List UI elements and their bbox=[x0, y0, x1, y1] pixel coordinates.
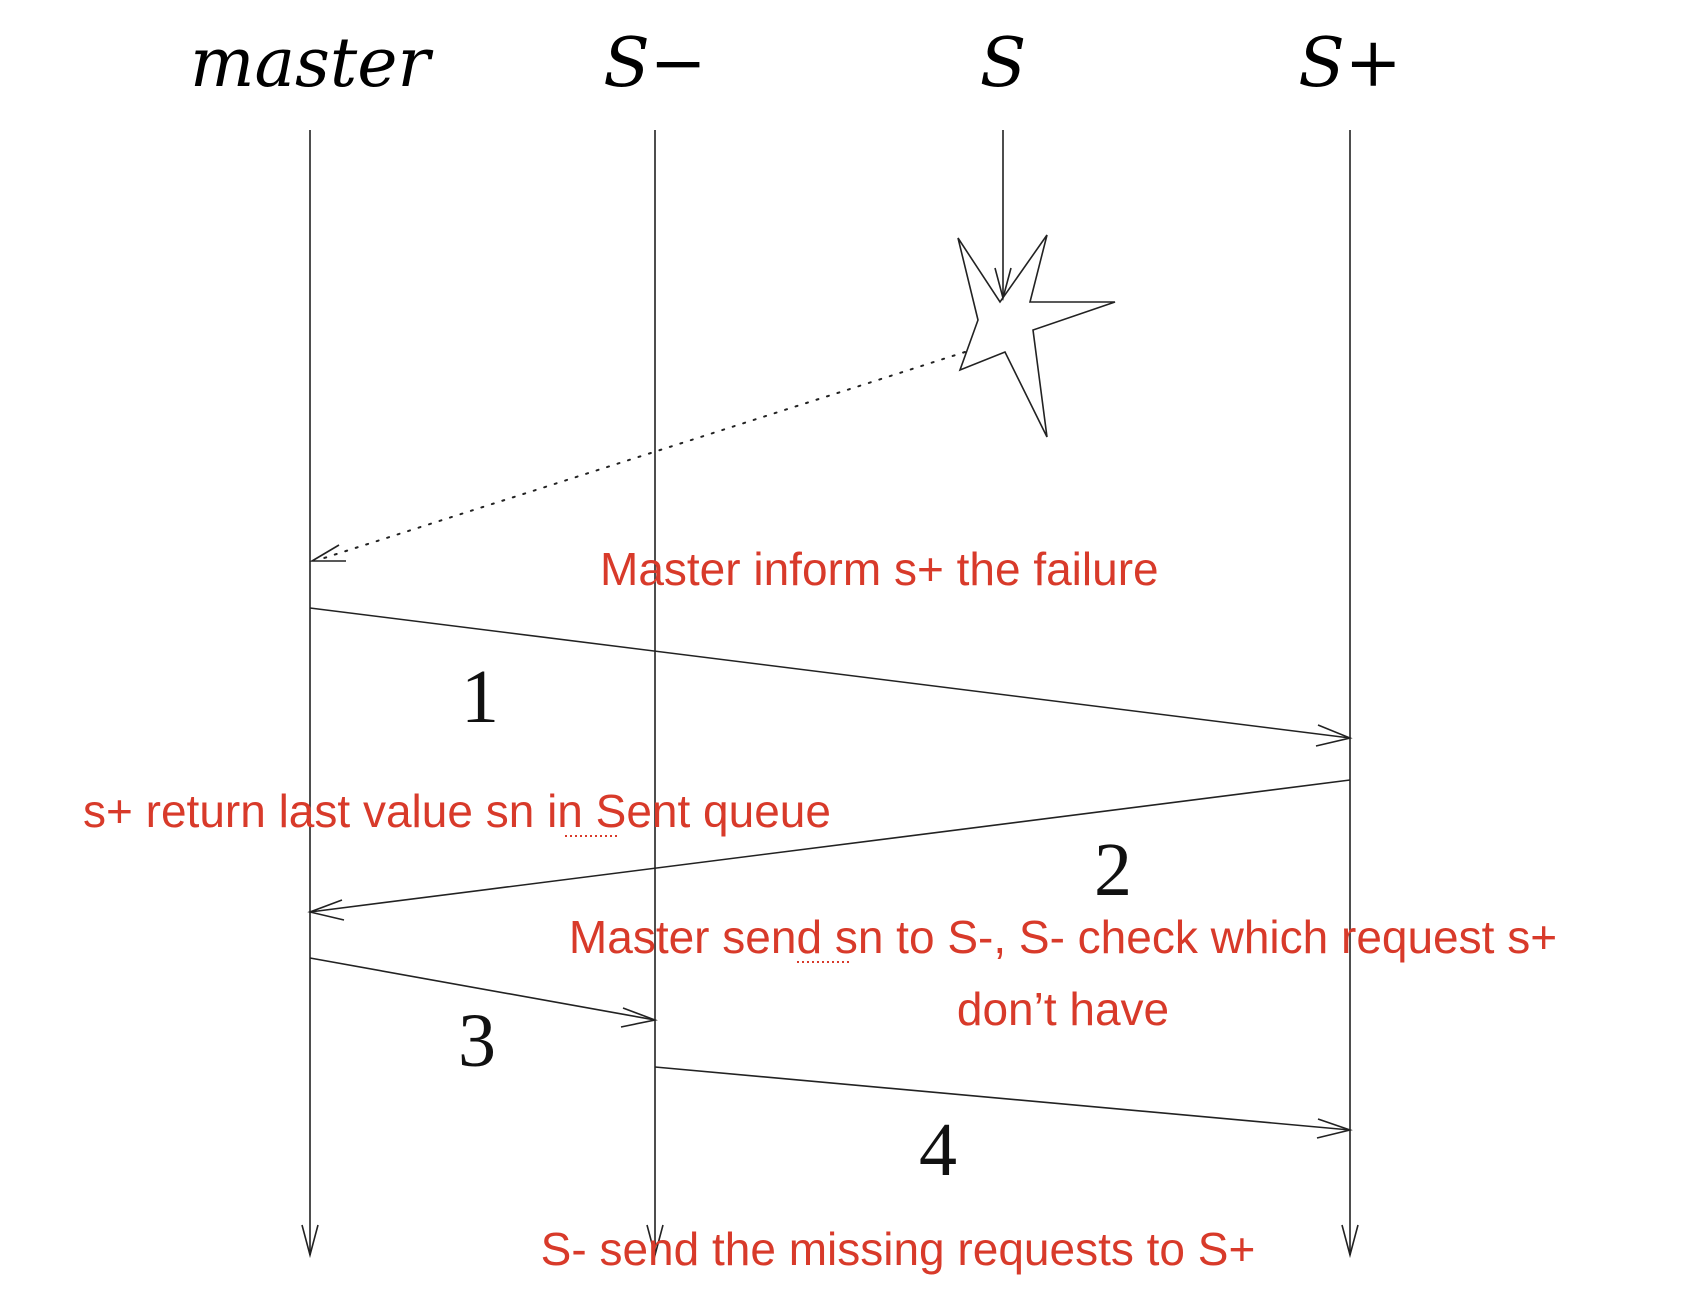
message-1-arrow bbox=[309, 607, 1353, 747]
message-2-arrow bbox=[307, 779, 1351, 921]
lifeline-label-s: S bbox=[980, 24, 1027, 103]
lifeline-s-minus bbox=[646, 130, 664, 1259]
lifeline-s-plus bbox=[1341, 130, 1359, 1259]
failure-star-icon bbox=[957, 234, 1116, 438]
lifeline-label-s-plus: S+ bbox=[1298, 24, 1402, 103]
annotation-return: s+ return last value sn in Sent queue bbox=[83, 785, 831, 837]
step-number-2: 2 bbox=[1094, 828, 1132, 912]
lifeline-s bbox=[994, 130, 1012, 302]
lifeline-label-master: master bbox=[190, 24, 433, 103]
step-number-3: 3 bbox=[458, 999, 496, 1083]
lifeline-label-s-minus: S− bbox=[603, 24, 707, 103]
step-number-1: 1 bbox=[461, 655, 499, 739]
failure-detection-arrow bbox=[309, 351, 966, 562]
step-number-4: 4 bbox=[919, 1108, 957, 1192]
annotation-send-line-2: don’t have bbox=[957, 983, 1169, 1035]
lifeline-master bbox=[301, 130, 319, 1259]
annotation-missing: S- send the missing requests to S+ bbox=[541, 1223, 1256, 1275]
annotation-inform: Master inform s+ the failure bbox=[600, 543, 1159, 595]
annotation-send-line-1: Master send sn to S-, S- check which req… bbox=[569, 911, 1557, 963]
message-4-arrow bbox=[654, 1066, 1353, 1139]
message-3-arrow bbox=[309, 957, 658, 1028]
